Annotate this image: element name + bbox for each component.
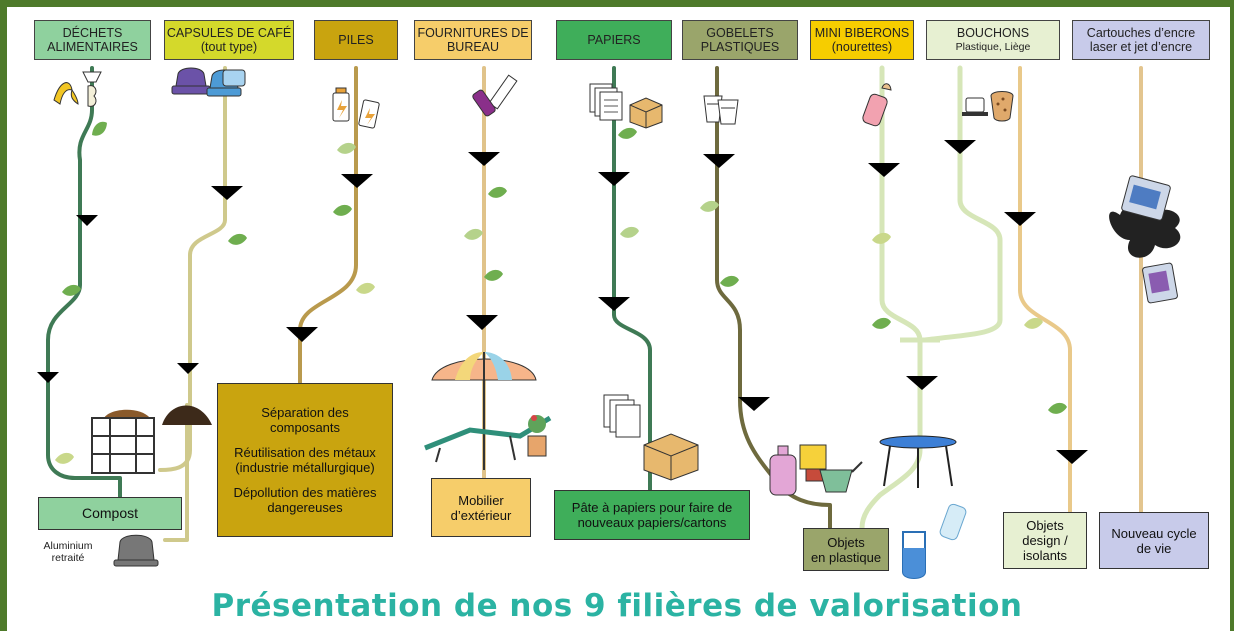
stream-line-biberons: [859, 65, 923, 531]
header-dechets: DÉCHETS ALIMENTAIRES: [34, 20, 151, 60]
header-gobelets: GOBELETS PLASTIQUES: [682, 20, 798, 60]
header-biberons: MINI BIBERONS (nourettes): [810, 20, 914, 60]
ink-cartridge-icon: [1109, 175, 1181, 304]
aluminium-capsule-icon: [113, 534, 159, 567]
stream-line-gobelets: [715, 66, 832, 530]
stream-line-aluminium-low: [163, 403, 189, 542]
food-waste-icon: [53, 71, 102, 107]
outcome-plastique: Objets en plastique: [803, 528, 889, 571]
outcome-piles: Séparation des composants Réutilisation …: [217, 383, 393, 537]
header-capsules: CAPSULES DE CAFÉ (tout type): [164, 20, 294, 60]
outcome-design: Objets design / isolants: [1003, 512, 1087, 569]
cork-icon: [962, 91, 1014, 122]
flow-arrow: [211, 186, 243, 200]
outcome-cartouches: Nouveau cycle de vie: [1099, 512, 1209, 569]
plastic-cup-icon: [703, 95, 739, 125]
header-fournitures: FOURNITURES DE BUREAU: [414, 20, 532, 60]
flow-arrow: [341, 174, 373, 188]
flow-arrow: [286, 327, 318, 342]
outcome-compost: Compost: [38, 497, 182, 530]
battery-icon: [332, 87, 380, 129]
garden-furniture-icon: [424, 352, 552, 470]
flow-arrow: [598, 172, 630, 186]
flow-arrow: [76, 215, 98, 226]
header-cartouches: Cartouches d’encre laser et jet d’encre: [1072, 20, 1210, 60]
stream-line-dechets: [46, 66, 122, 499]
flow-arrow: [177, 363, 199, 374]
stream-line-bouchons-1: [922, 65, 1003, 343]
flow-arrow: [703, 154, 735, 168]
header-bouchons: BOUCHONS Plastique, Liège: [926, 20, 1060, 60]
stream-line-papiers: [612, 66, 652, 492]
compost-bin-icon: [91, 409, 155, 474]
recycled-paper-icon: [603, 394, 699, 481]
header-papiers: PAPIERS: [556, 20, 672, 60]
coffee-capsule-icon: [171, 67, 246, 97]
flow-arrow: [1056, 450, 1088, 464]
leaf-icon: [55, 119, 1067, 464]
flow-arrow: [906, 376, 938, 390]
stream-line-bouchons-2: [1018, 66, 1072, 514]
plastic-objects-icon: [769, 435, 967, 579]
flow-arrow: [868, 163, 900, 177]
stream-line-aluminium: [158, 66, 227, 472]
outcome-aluminium: Aluminium retraité: [43, 540, 93, 564]
flow-arrow: [468, 152, 500, 166]
baby-bottle-icon: [862, 83, 892, 127]
coffee-grounds-icon: [162, 405, 212, 425]
outcome-papiers: Pâte à papiers pour faire de nouveaux pa…: [554, 490, 750, 540]
office-supplies-icon: [472, 74, 518, 117]
flow-arrow: [598, 297, 630, 311]
flow-arrow: [37, 372, 59, 383]
paper-icon: [589, 83, 663, 129]
header-piles: PILES: [314, 20, 398, 60]
stream-line-piles: [298, 66, 358, 387]
page-title: Présentation de nos 9 filières de valori…: [211, 588, 1023, 624]
flow-arrow: [944, 140, 976, 154]
flow-arrow: [466, 315, 498, 330]
outcome-mobilier: Mobilier d’extérieur: [431, 478, 531, 537]
flow-arrow: [1004, 212, 1036, 226]
flow-arrow: [738, 397, 770, 411]
